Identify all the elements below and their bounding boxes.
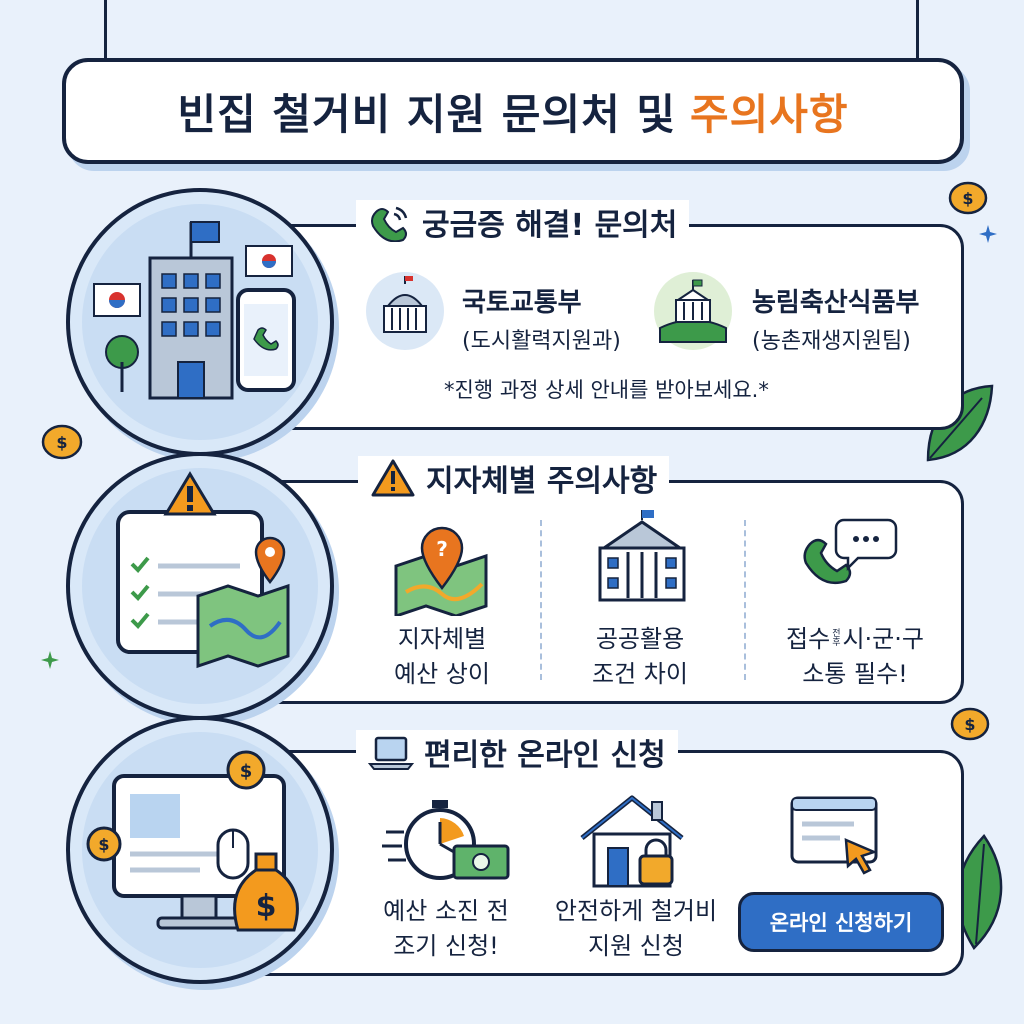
caution-line2: 예산 상이 (394, 659, 490, 688)
online-item-safe: 안전하게 철거비 지원 신청 (546, 894, 726, 964)
section-cautions-title: 지자체별 주의사항 (426, 464, 658, 499)
phone-chat-icon (803, 518, 898, 585)
office-phone-illustration (82, 204, 318, 440)
government-building-icon (366, 272, 444, 350)
svg-text:$: $ (56, 433, 67, 452)
caution-line2: 조건 차이 (592, 659, 688, 688)
section-online-title: 편리한 온라인 신청 (424, 738, 666, 773)
online-line1: 안전하게 철거비 (554, 897, 718, 925)
stopwatch-money-icon (382, 800, 510, 880)
caution-line1: 지자체별 (397, 625, 487, 653)
online-line1: 예산 소진 전 (383, 897, 509, 925)
svg-text:$: $ (964, 715, 975, 734)
section-contacts-illustration (66, 188, 334, 456)
tiny-before-after: 전 후 (832, 630, 840, 648)
section-cautions-heading: 지자체별 주의사항 (358, 456, 670, 500)
section-contacts-heading: 궁금증 해결! 문의처 (356, 200, 690, 244)
sparkle-icon (979, 225, 997, 243)
laptop-icon (368, 736, 414, 770)
online-item-early: 예산 소진 전 조기 신청! (366, 894, 526, 964)
agency-dept: (도시활력지원과) (462, 329, 621, 354)
online-line2: 지원 신청 (588, 931, 684, 960)
checklist-map-illustration (82, 468, 318, 704)
svg-text:$: $ (240, 761, 253, 782)
computer-money-illustration: $ $ $ (82, 732, 318, 968)
title-main: 빈집 철거비 지원 문의처 및 (177, 89, 676, 139)
farm-building-icon (654, 272, 732, 350)
caution-item-communication: 접수 전 후 시·군·구 소통 필수! (760, 622, 950, 692)
coin-icon: $ (948, 181, 988, 215)
coin-icon: $ (41, 424, 83, 460)
divider (744, 520, 746, 680)
section-contacts-title: 궁금증 해결! 문의처 (422, 208, 678, 243)
caution-line2: 소통 필수! (802, 659, 908, 688)
sparkle-icon (41, 651, 59, 669)
public-building-icon (598, 510, 686, 602)
agency-name: 농림축산식품부 (752, 288, 920, 318)
svg-text:$: $ (98, 835, 109, 854)
warning-icon (371, 459, 415, 497)
online-line2: 조기 신청! (393, 931, 499, 960)
svg-text:?: ? (436, 537, 448, 561)
svg-text:$: $ (962, 189, 973, 208)
coin-icon: $ (950, 707, 990, 741)
agency-dept: (농촌재생지원팀) (752, 329, 911, 354)
online-apply-button[interactable]: 온라인 신청하기 (738, 892, 944, 952)
caution-line1: 공공활용 (595, 625, 685, 653)
section-cautions-illustration (66, 452, 334, 720)
tiny-bottom: 후 (832, 638, 841, 649)
section-online-illustration: $ $ $ (66, 716, 334, 984)
caution-line1b: 시·군·구 (842, 625, 924, 653)
agency-name: 국토교통부 (462, 288, 582, 318)
title-accent: 주의사항 (689, 89, 849, 139)
browser-cursor-icon (790, 796, 878, 875)
section-online-heading: 편리한 온라인 신청 (356, 730, 678, 774)
caution-line1a: 접수 (786, 625, 831, 653)
contacts-note: *진행 과정 상세 안내를 받아보세요.* (444, 378, 769, 402)
map-question-icon: ? (394, 526, 488, 616)
hanging-string-right (916, 0, 919, 62)
caution-item-public-use: 공공활용 조건 차이 (570, 622, 710, 692)
agency-mafra: 농림축산식품부 (농촌재생지원팀) (752, 282, 919, 355)
agency-molit: 국토교통부 (도시활력지원과) (462, 282, 621, 355)
caution-item-budget: 지자체별 예산 상이 (372, 622, 512, 692)
page-title: 빈집 철거비 지원 문의처 및 주의사항 (62, 58, 964, 164)
house-lock-icon (580, 795, 684, 888)
phone-icon (371, 206, 408, 242)
tiny-top: 전 (832, 629, 841, 640)
divider (540, 520, 542, 680)
svg-text:$: $ (256, 889, 277, 924)
section-contacts-card (208, 224, 964, 430)
hanging-string-left (104, 0, 107, 62)
